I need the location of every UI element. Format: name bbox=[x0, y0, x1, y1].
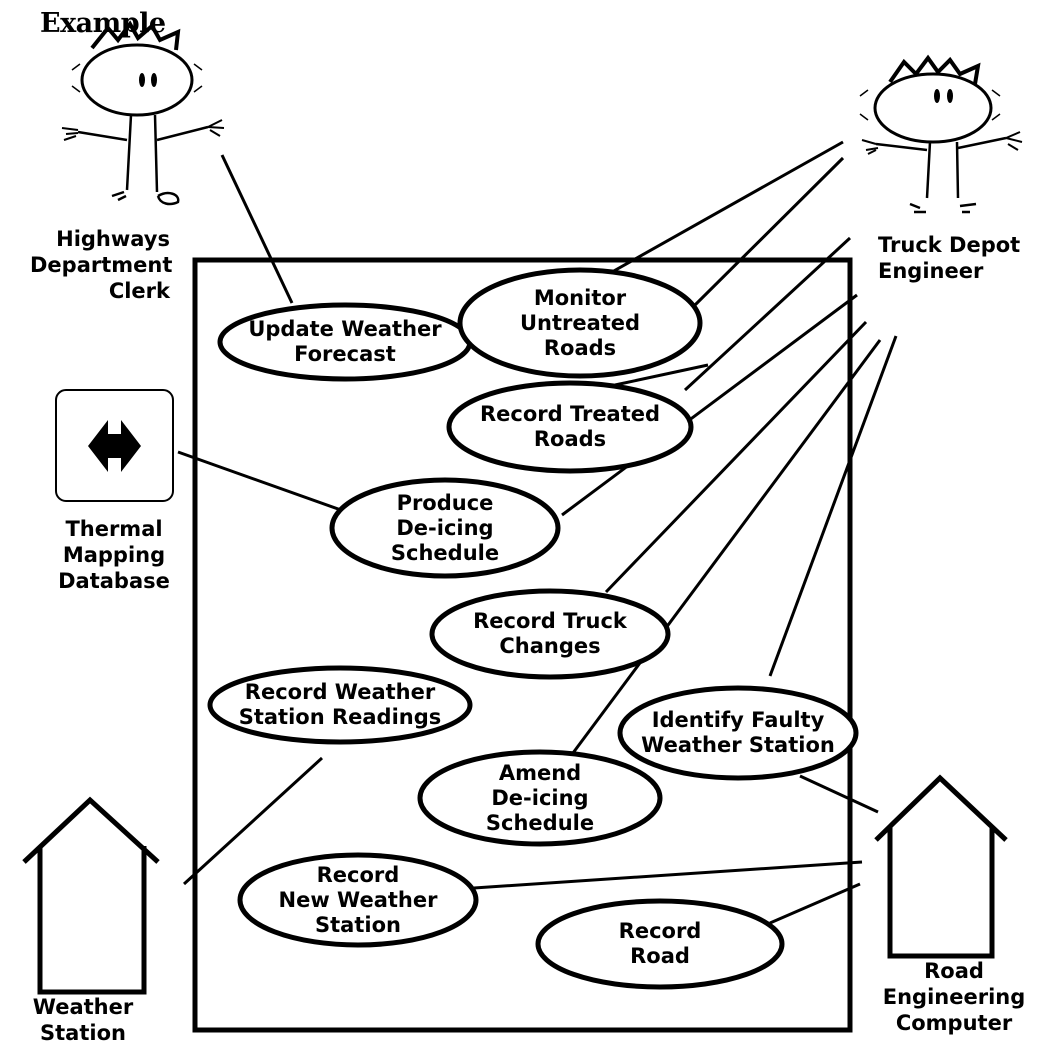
use-case-produce-deicing-schedule: Produce De-icing Schedule bbox=[390, 490, 500, 565]
ellipse-record-new-weather-station[interactable] bbox=[237, 852, 479, 948]
assoc-engineer-treated bbox=[683, 236, 852, 392]
assoc-thermal-produce bbox=[177, 450, 356, 517]
engineer-actor-icon bbox=[859, 54, 1023, 214]
engineer-head bbox=[873, 72, 993, 144]
system-boundary bbox=[192, 257, 853, 1033]
assoc-engineer-amend bbox=[568, 339, 882, 758]
actor-label-clerk: Highways Department Clerk bbox=[30, 227, 173, 303]
diagram-title: Example bbox=[40, 8, 166, 39]
assoc-identify-computer bbox=[799, 774, 879, 814]
use-case-ellipses bbox=[207, 267, 859, 990]
assoc-road-computer bbox=[769, 882, 861, 925]
ellipse-monitor-untreated-roads[interactable] bbox=[457, 267, 703, 379]
use-case-update-weather-forecast: Update Weather Forecast bbox=[248, 317, 442, 366]
clerk-head bbox=[80, 43, 194, 117]
use-case-monitor-untreated-roads: Monitor Untreated Roads bbox=[519, 285, 641, 360]
assoc-engineer-monitor-2 bbox=[693, 156, 845, 307]
ellipse-identify-faulty-weather-station[interactable] bbox=[617, 685, 859, 781]
assoc-clerk-update-forecast bbox=[220, 154, 294, 304]
use-case-record-new-weather-station: Record New Weather Station bbox=[278, 862, 438, 937]
actor-label-thermal: Thermal Mapping Database bbox=[58, 517, 170, 593]
clerk-actor-icon bbox=[61, 20, 225, 206]
ellipse-produce-deicing-schedule[interactable] bbox=[329, 477, 561, 579]
actor-label-engineer: Truck Depot Engineer bbox=[878, 233, 1021, 283]
use-case-record-treated-roads: Record Treated Roads bbox=[479, 402, 661, 451]
use-case-record-road: Record Road bbox=[618, 919, 702, 968]
assoc-engineer-produce bbox=[561, 293, 858, 517]
assoc-engineer-treated-a bbox=[614, 363, 709, 387]
actor-label-weather-station: Weather Station bbox=[32, 995, 134, 1045]
actor-label-road-computer: Road Engineering Computer bbox=[882, 959, 1026, 1035]
use-case-identify-faulty-weather-station: Identify Faulty Weather Station bbox=[641, 708, 835, 757]
use-case-record-truck-changes: Record Truck Changes bbox=[473, 609, 627, 658]
assoc-engineer-truck-changes bbox=[604, 320, 868, 594]
road-computer-house-icon bbox=[874, 774, 1008, 959]
assoc-weather-readings bbox=[182, 756, 324, 886]
ellipse-record-road[interactable] bbox=[535, 898, 785, 990]
assoc-newstation-computer bbox=[473, 860, 863, 890]
assoc-engineer-monitor-1 bbox=[611, 140, 844, 274]
ellipse-record-treated-roads[interactable] bbox=[446, 380, 694, 474]
ellipse-record-weather-station-readings[interactable] bbox=[207, 665, 473, 745]
weather-station-house-icon bbox=[22, 796, 160, 995]
thermal-database-icon bbox=[55, 389, 174, 502]
ellipse-amend-deicing-schedule[interactable] bbox=[417, 749, 663, 847]
assoc-engineer-identify bbox=[768, 335, 898, 677]
use-case-amend-deicing-schedule: Amend De-icing Schedule bbox=[485, 760, 595, 835]
use-case-record-weather-station-readings: Record Weather Station Readings bbox=[238, 680, 442, 729]
association-lines bbox=[177, 140, 898, 925]
ellipse-record-truck-changes[interactable] bbox=[429, 588, 671, 680]
